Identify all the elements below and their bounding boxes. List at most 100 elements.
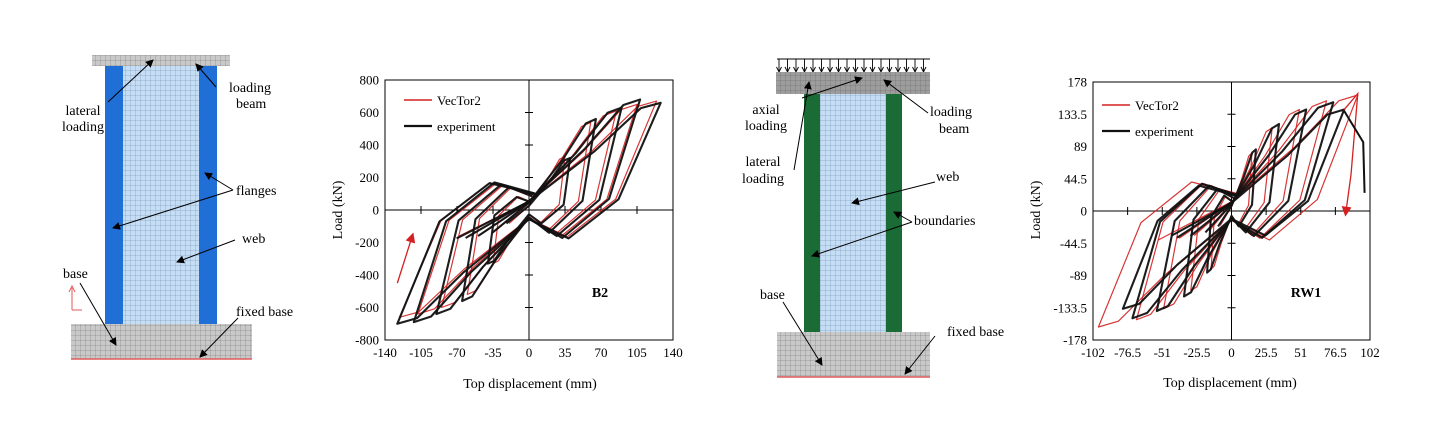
x-tick-labels-b2: -140 -105 -70 -35 0 35 70 105 140 — [373, 206, 683, 360]
base-arrow-b2 — [79, 282, 117, 346]
x-tick-label: 25.5 — [1255, 345, 1278, 360]
y-tick-label: 200 — [360, 170, 380, 185]
x-axis-label-b2: Top displacement (mm) — [463, 377, 597, 392]
coordinate-axes-icon — [68, 284, 82, 311]
y-tick-labels-b2: 800 600 400 200 0 -200 -400 -600 -800 — [355, 73, 533, 348]
flange-right — [199, 66, 217, 324]
label-axial-loading-2: loading — [745, 119, 787, 134]
label-web-rw1: web — [936, 170, 959, 185]
legend-label-vector2-rw1: VecTor2 — [1135, 98, 1179, 113]
experiment-hysteresis-loop-5 — [1121, 108, 1346, 310]
experiment-hysteresis-loop-4 — [412, 98, 642, 324]
y-tick-label: 178 — [1068, 75, 1088, 90]
label-lateral-loading-2: loading — [62, 120, 104, 135]
y-tick-label: -44.5 — [1060, 236, 1087, 251]
lateral-loading-arrow-rw1 — [793, 81, 812, 171]
x-tick-label: -140 — [373, 345, 397, 360]
label-base-rw1: base — [760, 288, 785, 303]
web-arrow-b2 — [176, 239, 236, 264]
boundary-right — [886, 94, 902, 332]
boundary-left — [804, 94, 820, 332]
y-tick-label: 0 — [373, 203, 380, 218]
label-loading-beam-1: loading — [229, 81, 271, 96]
chart-title-rw1: RW1 — [1291, 286, 1322, 301]
experiment-hysteresis-loop-4 — [1131, 101, 1335, 320]
y-tick-label: 400 — [360, 138, 380, 153]
loading-beam-arrow-rw1 — [883, 79, 929, 114]
x-tick-label: 70 — [595, 345, 608, 360]
x-axis-label-rw1: Top displacement (mm) — [1163, 376, 1297, 391]
y-tick-label: 89 — [1074, 139, 1087, 154]
legend-b2: VecTor2 experiment — [404, 93, 496, 134]
y-tick-label: 800 — [360, 73, 380, 88]
x-tick-label: -70 — [448, 345, 465, 360]
loading-direction-arrow-b2 — [396, 232, 416, 284]
label-lateral-loading-1: lateral — [66, 104, 101, 119]
label-axial-loading-1: axial — [752, 103, 779, 118]
x-tick-label: 102 — [1360, 345, 1380, 360]
flanges-arrow-right — [204, 172, 234, 191]
y-tick-label: 44.5 — [1064, 171, 1087, 186]
x-tick-label: -51 — [1154, 345, 1171, 360]
vector2-hysteresis-loop-4 — [417, 103, 638, 315]
y-tick-label: 0 — [1081, 204, 1088, 219]
x-tick-label: 35 — [559, 345, 572, 360]
x-tick-label: -105 — [409, 345, 433, 360]
chart-title-b2: B2 — [592, 286, 608, 301]
x-tick-label: -102 — [1081, 345, 1105, 360]
x-tick-label: -35 — [484, 345, 501, 360]
y-tick-label: 133.5 — [1058, 107, 1087, 122]
y-tick-label: -600 — [355, 300, 379, 315]
axial-loading-arrow — [801, 76, 863, 99]
label-loading-beam-rw1-2: beam — [939, 122, 969, 137]
flange-left — [105, 66, 123, 324]
label-lateral-loading-rw1-1: lateral — [746, 155, 781, 170]
x-tick-label: 140 — [663, 345, 683, 360]
label-lateral-loading-rw1-2: loading — [742, 172, 784, 187]
legend-label-vector2-b2: VecTor2 — [437, 93, 481, 108]
flanges-arrow-left — [112, 189, 234, 230]
series-rw1 — [1097, 91, 1366, 328]
y-tick-label: -89 — [1070, 268, 1087, 283]
label-fixed-base-b2: fixed base — [236, 305, 293, 320]
y-tick-label: -178 — [1063, 333, 1087, 348]
label-fixed-base-rw1: fixed base — [947, 325, 1004, 340]
boundaries-arrow-right — [893, 211, 913, 223]
label-base-b2: base — [63, 267, 88, 282]
label-flanges: flanges — [236, 184, 276, 199]
series-b2 — [396, 98, 662, 325]
wall-rw1-diagram: axial loading loading beam lateral loadi… — [742, 58, 1004, 378]
y-axis-label-rw1: Load (kN) — [1029, 180, 1044, 239]
label-loading-beam-2: beam — [236, 97, 266, 112]
axial-load-arrows — [776, 58, 930, 74]
label-boundaries: boundaries — [914, 214, 975, 229]
web-arrow-rw1 — [851, 181, 936, 206]
x-tick-label: -76.5 — [1114, 345, 1141, 360]
y-tick-label: 600 — [360, 105, 380, 120]
y-tick-label: -200 — [355, 235, 379, 250]
y-tick-label: -400 — [355, 268, 379, 283]
legend-label-experiment-rw1: experiment — [1135, 124, 1194, 139]
loading-beam-arrow-b2 — [195, 63, 217, 88]
fixed-base-arrow-rw1 — [904, 335, 936, 375]
y-tick-label: -800 — [355, 333, 379, 348]
failure-drop-arrow-rw1 — [1341, 91, 1359, 217]
legend-rw1: VecTor2 experiment — [1102, 98, 1194, 139]
experiment-hysteresis-loop-5 — [396, 101, 662, 325]
boundaries-arrow-left — [811, 221, 913, 258]
label-loading-beam-rw1-1: loading — [930, 105, 972, 120]
label-web-b2: web — [242, 232, 265, 247]
x-tick-label: -25.5 — [1183, 345, 1210, 360]
experiment-failure-branch-rw1 — [1343, 110, 1366, 193]
legend-label-experiment-b2: experiment — [437, 119, 496, 134]
wall-b2-diagram: lateral loading loading beam flanges web… — [62, 55, 293, 360]
y-axis-label-b2: Load (kN) — [331, 180, 346, 239]
lateral-loading-arrow-b2 — [107, 59, 154, 103]
x-tick-label: 0 — [1228, 345, 1235, 360]
x-tick-label: 105 — [627, 345, 647, 360]
x-tick-label: 0 — [526, 345, 533, 360]
